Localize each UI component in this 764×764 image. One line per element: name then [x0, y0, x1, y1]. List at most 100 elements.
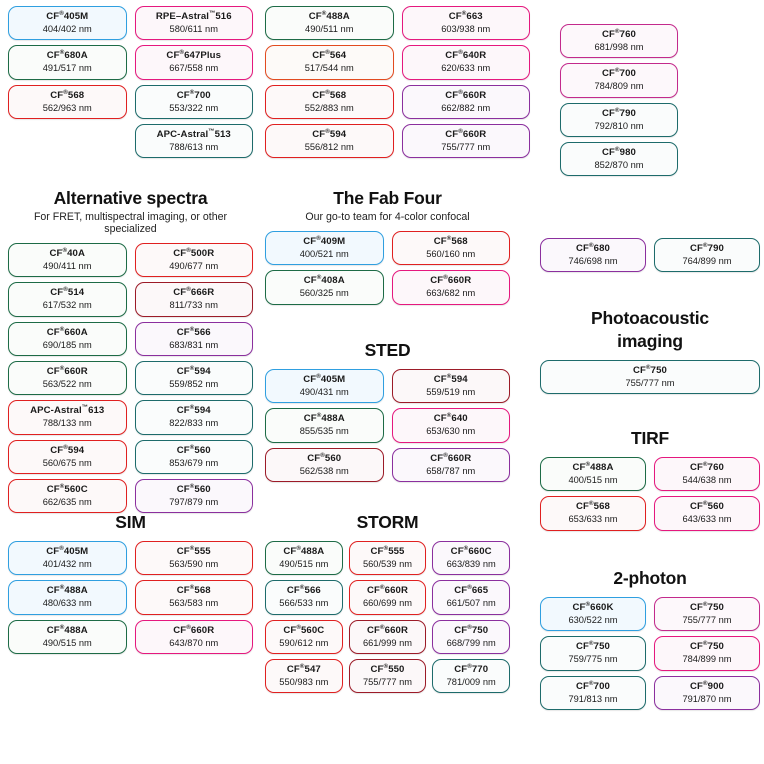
dye-spectra: 661/507 nm: [446, 598, 496, 609]
dye-name: CF®790: [602, 106, 636, 119]
trademark-mark: ®: [615, 28, 620, 35]
dye-name: CF®700: [602, 67, 636, 80]
dye-spectra: 683/831 nm: [169, 339, 219, 350]
trademark-mark: ®: [467, 584, 472, 592]
dye-spectra: 643/633 nm: [682, 514, 732, 525]
dye-spectra: 553/322 nm: [169, 102, 219, 113]
trademark-mark: ®: [189, 325, 195, 333]
dye-name: CF®555: [176, 545, 211, 558]
dye-spectra: 559/519 nm: [426, 386, 476, 397]
trademark-mark: ®: [189, 584, 195, 592]
trademark-mark: ®: [63, 286, 68, 294]
dye-spectra: 784/899 nm: [682, 654, 732, 665]
trademark-mark: ®: [585, 601, 591, 608]
dye-spectra: 653/633 nm: [568, 514, 618, 525]
dye-name: CF®547: [286, 662, 321, 676]
dye-spectra: 643/870 nm: [169, 637, 219, 648]
trademark-mark: ®: [186, 247, 191, 254]
section-title: The Fab Four: [333, 188, 442, 208]
dye-name: CF®560: [176, 443, 211, 456]
dye-spectra: 590/612 nm: [279, 637, 329, 648]
